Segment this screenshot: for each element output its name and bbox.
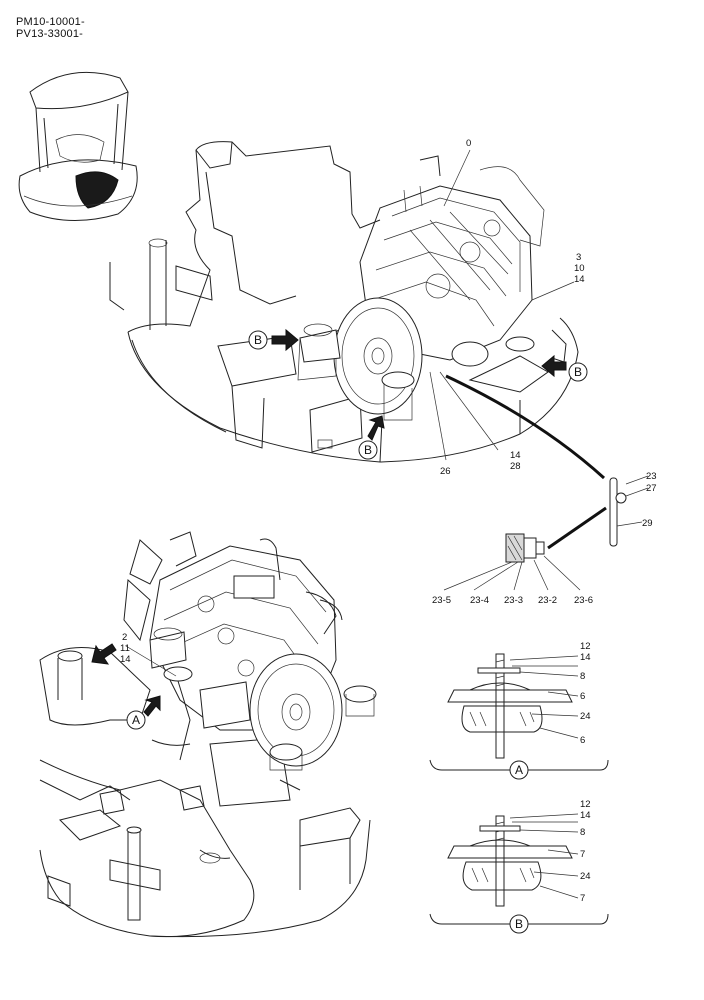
lower-arrows: A xyxy=(91,643,177,730)
detail-b-callout-8: 8 xyxy=(580,827,585,838)
detail-a-callouts: 12 14 8 6 24 6 xyxy=(580,641,591,746)
view-label-b-left: B xyxy=(254,333,262,347)
upper-frame xyxy=(109,141,579,463)
callout-28: 28 xyxy=(510,461,521,472)
callout-23-4: 23-4 xyxy=(470,595,489,606)
connector-detail xyxy=(443,506,607,591)
arrow-icon xyxy=(91,643,117,665)
arrow-icon xyxy=(367,415,385,441)
leaders-top xyxy=(429,149,606,480)
detail-b-callout-24: 24 xyxy=(580,871,591,882)
pin-detail xyxy=(609,475,649,547)
view-b-left: B xyxy=(248,328,299,352)
lower-frame xyxy=(39,647,371,938)
detail-a-callout-24: 24 xyxy=(580,711,591,722)
detail-b-label: B xyxy=(515,917,523,931)
detail-a-callout-6: 6 xyxy=(580,691,585,702)
detail-b-callout-7: 7 xyxy=(580,849,585,860)
view-label-a-lower: A xyxy=(132,713,140,727)
callout-3: 3 xyxy=(576,252,581,263)
callout-23-6: 23-6 xyxy=(574,595,593,606)
view-label-b-right: B xyxy=(574,365,582,379)
machine-thumbnail xyxy=(18,72,138,221)
callout-lower-2: 2 xyxy=(122,632,127,643)
callout-26: 26 xyxy=(440,466,451,477)
callout-23-2: 23-2 xyxy=(538,595,557,606)
serial-range-2: PV13-33001- xyxy=(16,28,84,40)
detail-a-callout-14: 14 xyxy=(580,652,591,663)
detail-a xyxy=(429,653,609,771)
callout-23-3: 23-3 xyxy=(504,595,523,606)
view-circle-icon xyxy=(568,362,588,382)
view-label-b-bottom: B xyxy=(364,443,372,457)
detail-b-callout-12: 12 xyxy=(580,799,591,810)
arrow-icon xyxy=(541,354,567,378)
view-b-bottom: B xyxy=(358,415,385,460)
view-circle-icon xyxy=(509,914,529,934)
view-circle-icon xyxy=(358,440,378,460)
detail-a-label: A xyxy=(515,763,523,777)
view-circle-icon xyxy=(126,710,146,730)
detail-b-callout-7b: 7 xyxy=(580,893,585,904)
view-circle-icon xyxy=(509,760,529,780)
callout-23: 23 xyxy=(646,471,657,482)
engine-lower xyxy=(123,531,377,771)
detail-b-callout-14: 14 xyxy=(580,810,591,821)
arrow-icon xyxy=(271,328,299,352)
callout-lower-14: 14 xyxy=(120,654,131,665)
detail-a-callout-6b: 6 xyxy=(580,735,585,746)
detail-b-callouts: 12 14 8 7 24 7 xyxy=(580,799,591,904)
callout-27: 27 xyxy=(646,483,657,494)
serial-range-1: PM10-10001- xyxy=(16,16,85,28)
callout-lower-11: 11 xyxy=(120,643,130,654)
detail-a-callout-8: 8 xyxy=(580,671,585,682)
view-b-right: B xyxy=(541,354,588,382)
callout-10: 10 xyxy=(574,263,585,274)
arrow-icon xyxy=(143,695,161,717)
callout-14-lower: 14 xyxy=(510,450,521,461)
callout-23-5: 23-5 xyxy=(432,595,451,606)
view-circle-icon xyxy=(248,330,268,350)
callout-14: 14 xyxy=(574,274,585,285)
detail-b xyxy=(429,813,609,925)
engine-upper xyxy=(297,166,545,421)
connector-callouts: 23-5 23-4 23-3 23-2 23-6 xyxy=(432,595,593,606)
callout-29: 29 xyxy=(642,518,653,529)
detail-a-callout-12: 12 xyxy=(580,641,591,652)
callout-0: 0 xyxy=(466,138,471,149)
